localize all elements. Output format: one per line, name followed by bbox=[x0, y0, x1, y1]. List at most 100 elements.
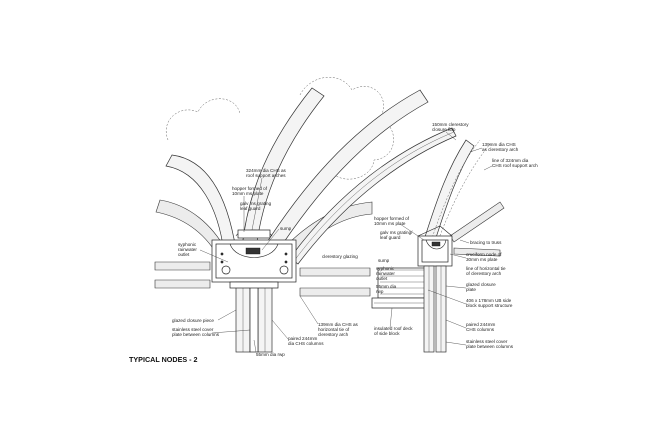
label-dia-55: 55mm dia rwp bbox=[256, 352, 285, 357]
label-hopper-2: 10mm ms plate bbox=[232, 191, 264, 196]
svg-text:10mm ms plate: 10mm ms plate bbox=[374, 221, 406, 226]
left-tie bbox=[154, 279, 211, 289]
svg-text:10mm ms plate: 10mm ms plate bbox=[232, 191, 264, 196]
label-syphonic-right-1: syphonic bbox=[376, 266, 395, 271]
svg-text:plate between columns: plate between columns bbox=[466, 344, 514, 349]
svg-text:line of horizontal tie: line of horizontal tie bbox=[466, 266, 506, 271]
label-glazed-closure: glazed closure piece bbox=[172, 318, 214, 323]
label-syphonic-3: outlet bbox=[178, 252, 190, 257]
svg-text:closure flap: closure flap bbox=[432, 127, 456, 132]
label-closure-flap-1: 150mm clerestory bbox=[432, 122, 469, 127]
paired-columns-left bbox=[229, 281, 279, 353]
svg-text:hopper formed of: hopper formed of bbox=[374, 216, 410, 221]
label-roof-deck-2: of side block bbox=[374, 331, 400, 336]
label-sump: sump bbox=[280, 226, 292, 231]
paired-columns-right bbox=[423, 265, 447, 353]
label-paired-244-right-1: paired 244mm bbox=[466, 322, 496, 327]
horizontal-tie bbox=[299, 267, 371, 277]
bracing-tube bbox=[449, 201, 505, 243]
label-horizontal-tie-1: line of horizontal tie bbox=[466, 266, 506, 271]
svg-text:insulated roof deck: insulated roof deck bbox=[374, 326, 413, 331]
svg-text:55mm dia: 55mm dia bbox=[376, 284, 397, 289]
svg-text:horizontal tie of: horizontal tie of bbox=[318, 327, 350, 332]
svg-text:syphonic: syphonic bbox=[376, 266, 395, 271]
clerestory-arch-right bbox=[423, 139, 475, 245]
label-glazed-closure-right-1: glazed closure bbox=[466, 282, 496, 287]
label-clerestory-arch-1: 139mm dia CHS bbox=[482, 142, 516, 147]
cruciform-node-right bbox=[417, 225, 453, 267]
svg-text:stainless steel cover: stainless steel cover bbox=[172, 327, 214, 332]
label-tie-139-2: horizontal tie of bbox=[318, 327, 350, 332]
label-clerestory-glazing: clerestory glazing bbox=[322, 254, 358, 259]
svg-text:139mm dia CHS as: 139mm dia CHS as bbox=[318, 322, 359, 327]
svg-text:stainless steel cover: stainless steel cover bbox=[466, 339, 508, 344]
svg-text:outlet: outlet bbox=[376, 276, 388, 281]
label-syphonic-1: syphonic bbox=[178, 242, 197, 247]
label-cruciform-1: cruciform node of bbox=[466, 252, 502, 257]
label-paired-244-right-2: CHS columns bbox=[466, 327, 495, 332]
label-clerestory-arch-2: as clerestory arch bbox=[482, 147, 519, 152]
svg-text:outlet: outlet bbox=[178, 252, 190, 257]
svg-text:rwp: rwp bbox=[376, 289, 384, 294]
svg-text:CHS roof support arch: CHS roof support arch bbox=[492, 163, 538, 168]
label-hopper-right-2: 10mm ms plate bbox=[374, 221, 406, 226]
svg-text:plate between columns: plate between columns bbox=[172, 332, 220, 337]
svg-text:line of 324mm dia: line of 324mm dia bbox=[492, 158, 529, 163]
svg-text:plate: plate bbox=[466, 287, 476, 292]
svg-text:hopper formed of: hopper formed of bbox=[232, 186, 268, 191]
label-paired-244-1: paired 244mm bbox=[288, 336, 318, 341]
arch-tube bbox=[261, 89, 429, 255]
label-dia-55-right-2: rwp bbox=[376, 289, 384, 294]
arch-tube bbox=[241, 87, 325, 251]
label-syphonic-right-2: rainwater bbox=[376, 271, 395, 276]
svg-text:30mm ms plate: 30mm ms plate bbox=[466, 257, 498, 262]
label-grating-right-1: galv ms grating/ bbox=[380, 230, 413, 235]
label-ub-1: 406 x 178mm UB side bbox=[466, 298, 512, 303]
svg-text:paired 244mm: paired 244mm bbox=[466, 322, 496, 327]
label-stainless-1: stainless steel cover bbox=[172, 327, 214, 332]
cruciform-node-left bbox=[211, 229, 297, 283]
label-stainless-right-1: stainless steel cover bbox=[466, 339, 508, 344]
svg-text:as clerestory arch: as clerestory arch bbox=[482, 147, 519, 152]
label-syphonic-2: rainwater bbox=[178, 247, 197, 252]
roof-arch-line bbox=[435, 143, 491, 247]
drawing-title: TYPICAL NODES - 2 bbox=[129, 355, 198, 364]
label-syphonic-right-3: outlet bbox=[376, 276, 388, 281]
arch-tube bbox=[165, 154, 237, 253]
svg-text:150mm clerestory: 150mm clerestory bbox=[432, 122, 469, 127]
label-tie-139-3: clerestory arch bbox=[318, 332, 349, 337]
side-block-ub bbox=[377, 267, 429, 299]
label-ub-2: block support structure bbox=[466, 303, 513, 308]
label-sump-right: sump bbox=[378, 258, 390, 263]
svg-text:of clerestory arch: of clerestory arch bbox=[466, 271, 502, 276]
svg-text:galv ms grating/: galv ms grating/ bbox=[380, 230, 413, 235]
svg-text:leaf guard: leaf guard bbox=[240, 206, 261, 211]
svg-text:paired 244mm: paired 244mm bbox=[288, 336, 318, 341]
label-roof-deck-1: insulated roof deck bbox=[374, 326, 413, 331]
svg-text:roof support arches: roof support arches bbox=[246, 173, 286, 178]
label-dia-55-right-1: 55mm dia bbox=[376, 284, 397, 289]
label-grating-2: leaf guard bbox=[240, 206, 261, 211]
label-horizontal-tie-2: of clerestory arch bbox=[466, 271, 502, 276]
label-grating-1: galv ms grating bbox=[240, 201, 272, 206]
svg-text:406 x 178mm UB side: 406 x 178mm UB side bbox=[466, 298, 512, 303]
label-hopper-right-1: hopper formed of bbox=[374, 216, 410, 221]
background-outline bbox=[166, 98, 241, 141]
label-closure-flap-2: closure flap bbox=[432, 127, 456, 132]
bracing-tube bbox=[453, 247, 501, 257]
label-cruciform-2: 30mm ms plate bbox=[466, 257, 498, 262]
left-tie bbox=[154, 261, 211, 271]
side-block-hatch bbox=[380, 269, 426, 295]
svg-text:block support structure: block support structure bbox=[466, 303, 513, 308]
right-labels: 150mm clerestory closure flap 139mm dia … bbox=[374, 122, 538, 349]
svg-text:cruciform node of: cruciform node of bbox=[466, 252, 502, 257]
svg-text:rainwater: rainwater bbox=[178, 247, 197, 252]
svg-text:galv ms grating: galv ms grating bbox=[240, 201, 272, 206]
svg-text:clerestory arch: clerestory arch bbox=[318, 332, 349, 337]
label-roof-arch-2: CHS roof support arch bbox=[492, 163, 538, 168]
roof-arch-line bbox=[429, 139, 481, 245]
label-bracing: bracing to truss bbox=[470, 240, 502, 245]
label-tie-139-1: 139mm dia CHS as bbox=[318, 322, 359, 327]
left-node-detail: 324mm dia CHS as roof support arches hop… bbox=[154, 77, 457, 357]
